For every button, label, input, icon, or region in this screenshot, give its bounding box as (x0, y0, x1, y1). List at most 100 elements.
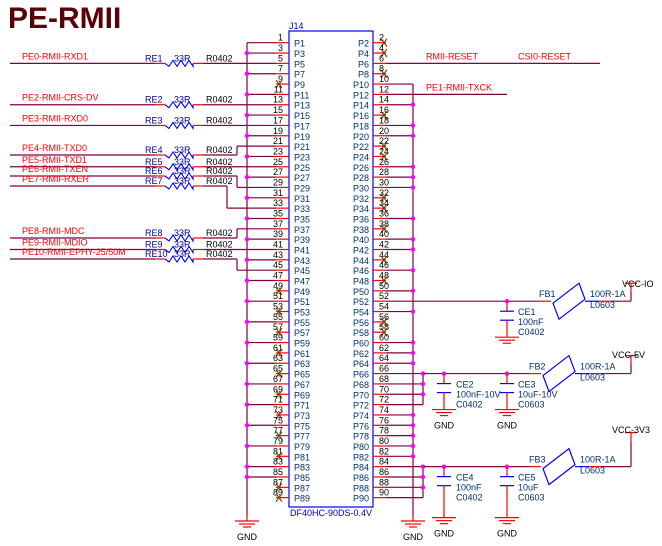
pin-number: 29 (273, 177, 283, 187)
junction-dot (410, 123, 416, 128)
resistor-ref: RE5 (145, 157, 163, 167)
pin-number: 31 (273, 188, 283, 198)
no-connect-icon (275, 348, 283, 358)
pin-label: P19 (294, 132, 310, 142)
junction-dot (410, 102, 416, 107)
pin-label: P58 (353, 328, 369, 338)
pin-number: 56 (379, 312, 389, 322)
capacitor-value: 10uF-10V (518, 390, 558, 400)
no-connect-icon (275, 79, 283, 89)
resistor-ref: RE8 (145, 228, 163, 238)
resistor-icon (164, 255, 194, 264)
junction-dot (410, 454, 416, 459)
pin-number: 87 (273, 477, 283, 487)
net-label: PE6-RMII-TXEN (22, 164, 88, 174)
resistor-icon (164, 182, 194, 191)
gnd-label: GND (497, 421, 518, 431)
pin-number: 40 (379, 229, 389, 239)
pin-label: P66 (353, 370, 369, 380)
pin-label: P74 (353, 411, 369, 421)
pin-label: P7 (294, 70, 305, 80)
capacitor-ref: CE4 (456, 473, 474, 483)
pin-label: P90 (353, 494, 369, 504)
no-connect-icon (380, 276, 388, 285)
pin-label: P56 (353, 318, 369, 328)
junction-dot (244, 257, 250, 263)
pin-number: 51 (273, 291, 283, 301)
resistor-ref: RE10 (145, 249, 168, 259)
net-label: PE8-RMII-MDC (22, 226, 85, 236)
pin-number: 59 (273, 333, 283, 343)
pin-label: P10 (353, 80, 369, 90)
power-rail-label: VCC-5V (612, 350, 645, 360)
pin-number: 34 (379, 198, 389, 208)
pin-label: P48 (353, 277, 369, 287)
pin-number: 37 (273, 219, 283, 229)
pin-label: P32 (353, 194, 369, 204)
junction-dot (410, 133, 416, 138)
junction-dot (410, 174, 416, 180)
net-label: PE9-RMII-MDIO (22, 238, 88, 248)
pin-number: 67 (273, 374, 283, 384)
junction-dot (244, 216, 250, 221)
pin-number: 47 (273, 271, 283, 281)
no-connect-icon (275, 410, 283, 420)
junction-dot (244, 361, 250, 366)
junction-dot (410, 361, 416, 366)
pin-label: P34 (353, 204, 369, 214)
connector-ref: J14 (289, 21, 304, 31)
pin-number: 35 (273, 208, 283, 218)
junction-dot (410, 236, 416, 242)
pin-number: 44 (379, 250, 389, 260)
pin-label: P83 (294, 463, 310, 473)
pin-number: 25 (273, 157, 283, 167)
capacitor-footprint: C0603 (518, 400, 545, 410)
resistor-value: 33R (174, 157, 191, 167)
pin-number: 69 (273, 384, 283, 394)
resistor-value: 33R (174, 228, 191, 238)
junction-dot (244, 464, 250, 469)
no-connect-icon (380, 141, 388, 151)
pin-number: 21 (273, 136, 283, 146)
no-connect-icon (275, 431, 283, 440)
ferrite-bead-icon (542, 354, 576, 393)
pin-label: P64 (353, 359, 369, 369)
pin-number: 54 (379, 302, 389, 312)
power-rail-label: VCC-IO (622, 279, 654, 289)
capacitor-value: 100nF (518, 317, 544, 327)
pin-label: P26 (353, 163, 369, 173)
junction-dot (441, 371, 447, 376)
pin-number: 63 (273, 353, 283, 363)
bead-ref: FB1 (539, 289, 556, 299)
pin-number: 52 (379, 291, 389, 301)
junction-dot (244, 474, 250, 480)
ferrite-bead-icon (552, 282, 586, 321)
junction-dot (410, 350, 416, 356)
pin-label: P4 (358, 49, 369, 59)
pin-number: 5 (278, 53, 283, 63)
pin-number: 66 (379, 364, 389, 374)
resistor-icon (164, 162, 194, 172)
pin-number: 50 (379, 281, 389, 291)
resistor-icon (164, 121, 194, 131)
pin-number: 45 (273, 260, 283, 270)
resistor-icon (164, 100, 194, 110)
capacitor-ref: CE1 (518, 307, 536, 317)
pin-label: P89 (294, 494, 310, 504)
pin-number: 60 (379, 333, 389, 343)
pin-label: P29 (294, 183, 310, 193)
junction-dot (244, 112, 250, 118)
pin-number: 77 (273, 426, 283, 436)
resistor-footprint: R0402 (206, 157, 233, 167)
net-label: PE2-RMII-CRS-DV (22, 93, 99, 103)
pin-label: P41 (294, 246, 310, 256)
junction-dot (420, 381, 426, 387)
pin-number: 68 (379, 374, 389, 384)
no-connect-icon (380, 48, 388, 58)
resistor-footprint: R0402 (206, 228, 233, 238)
pin-label: P38 (353, 225, 369, 235)
no-connect-icon (380, 152, 388, 161)
resistor-value: 33R (174, 115, 191, 125)
capacitor-ref: CE3 (518, 380, 536, 390)
pin-label: P3 (294, 49, 305, 59)
